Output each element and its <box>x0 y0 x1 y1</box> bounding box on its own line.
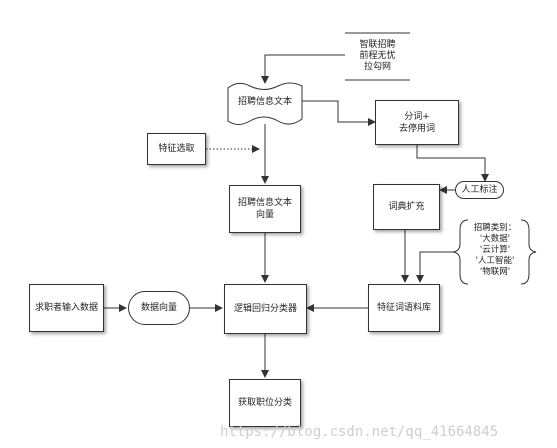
job-text-document-shape <box>227 82 303 125</box>
seeker-input-node: 求职者输入数据 <box>29 284 104 332</box>
arrow-segmentation-to-manual-label <box>416 145 489 182</box>
corpus-node: 特征词语料库 <box>368 284 440 332</box>
job-text-label: 招聘信息文本 <box>237 97 292 107</box>
watermark: https://blog.csdn.net/qq_41664845 <box>220 424 499 440</box>
data-vector-node: 数据向量 <box>128 291 190 325</box>
segmentation-node: 分词+ 去停用词 <box>375 100 459 145</box>
classifier-node: 逻辑回归分类器 <box>224 284 307 334</box>
result-node: 获取职位分类 <box>229 379 301 427</box>
text-vector-node: 招聘信息文本 向量 <box>229 185 301 233</box>
categories-right-brace <box>520 219 537 285</box>
categories-label: 招聘类别： '大数据' '云计算' '人工智能' '物联网' <box>473 223 517 277</box>
dict-expand-node: 词典扩充 <box>373 184 440 230</box>
manual-label-node: 人工标注 <box>455 181 504 199</box>
feature-select-node: 特征选取 <box>147 133 206 165</box>
sources-label: 智联招聘 前程无忧 拉勾网 <box>359 40 396 72</box>
arrow-sources-to-job-text <box>261 54 345 84</box>
arrow-job-text-to-segmentation <box>302 100 376 126</box>
arrow-categories-to-corpus <box>416 251 453 283</box>
